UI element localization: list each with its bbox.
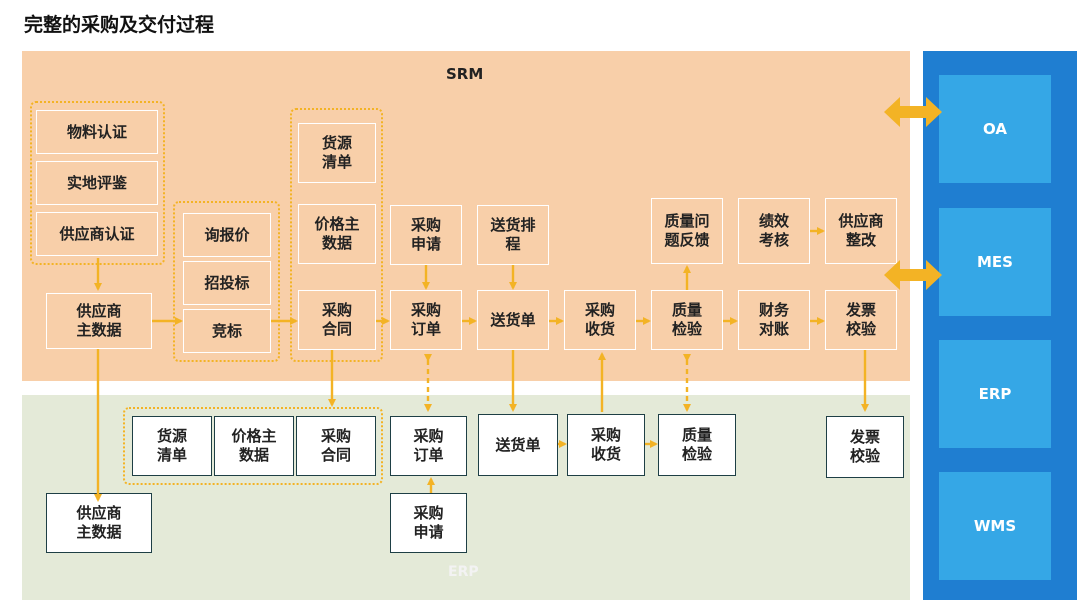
page-title: 完整的采购及交付过程 <box>24 14 215 36</box>
node-source-list: 货源 清单 <box>298 123 376 183</box>
node-tender: 招投标 <box>183 261 271 305</box>
node-receiving: 采购 收货 <box>564 290 636 350</box>
erp-node-quality-inspection: 质量 检验 <box>658 414 736 476</box>
erp-node-purchase-request: 采购 申请 <box>390 493 467 553</box>
node-site-review: 实地评鉴 <box>36 161 158 205</box>
contract-group <box>290 108 383 362</box>
erp-region-label: ERP <box>448 564 479 580</box>
node-financial-reconcile: 财务 对账 <box>738 290 810 350</box>
oa-double-arrow <box>884 97 942 127</box>
node-supplier-master: 供应商 主数据 <box>46 293 152 349</box>
erp-node-supplier-master: 供应商 主数据 <box>46 493 152 553</box>
erp-node-invoice-verify: 发票 校验 <box>826 416 904 478</box>
erp-node-source-list: 货源 清单 <box>132 416 212 476</box>
node-bidding: 竞标 <box>183 309 271 353</box>
system-wms: WMS <box>939 472 1051 580</box>
srm-region <box>22 51 910 381</box>
system-erp: ERP <box>939 340 1051 448</box>
erp-node-delivery-note: 送货单 <box>478 414 558 476</box>
node-material-cert: 物料认证 <box>36 110 158 154</box>
node-supplier-cert: 供应商认证 <box>36 212 158 256</box>
node-purchase-request: 采购 申请 <box>390 205 462 265</box>
erp-node-price-master: 价格主 数据 <box>214 416 294 476</box>
mes-double-arrow <box>884 260 942 290</box>
node-performance-review: 绩效 考核 <box>738 198 810 264</box>
node-delivery-schedule: 送货排 程 <box>477 205 549 265</box>
node-inquiry: 询报价 <box>183 213 271 257</box>
sourcing-group <box>173 201 280 362</box>
node-price-master: 价格主 数据 <box>298 204 376 264</box>
node-invoice-verify: 发票 校验 <box>825 290 897 350</box>
node-purchase-contract: 采购 合同 <box>298 290 376 350</box>
node-purchase-order: 采购 订单 <box>390 290 462 350</box>
system-mes: MES <box>939 208 1051 316</box>
node-quality-inspection: 质量 检验 <box>651 290 723 350</box>
erp-contract-group <box>123 407 383 485</box>
erp-node-purchase-contract: 采购 合同 <box>296 416 376 476</box>
node-delivery-note: 送货单 <box>477 290 549 350</box>
erp-node-receiving: 采购 收货 <box>567 414 645 476</box>
node-quality-feedback: 质量问 题反馈 <box>651 198 723 264</box>
erp-node-purchase-order: 采购 订单 <box>390 416 467 476</box>
node-supplier-rectify: 供应商 整改 <box>825 198 897 264</box>
srm-region-label: SRM <box>446 65 484 83</box>
system-oa: OA <box>939 75 1051 183</box>
